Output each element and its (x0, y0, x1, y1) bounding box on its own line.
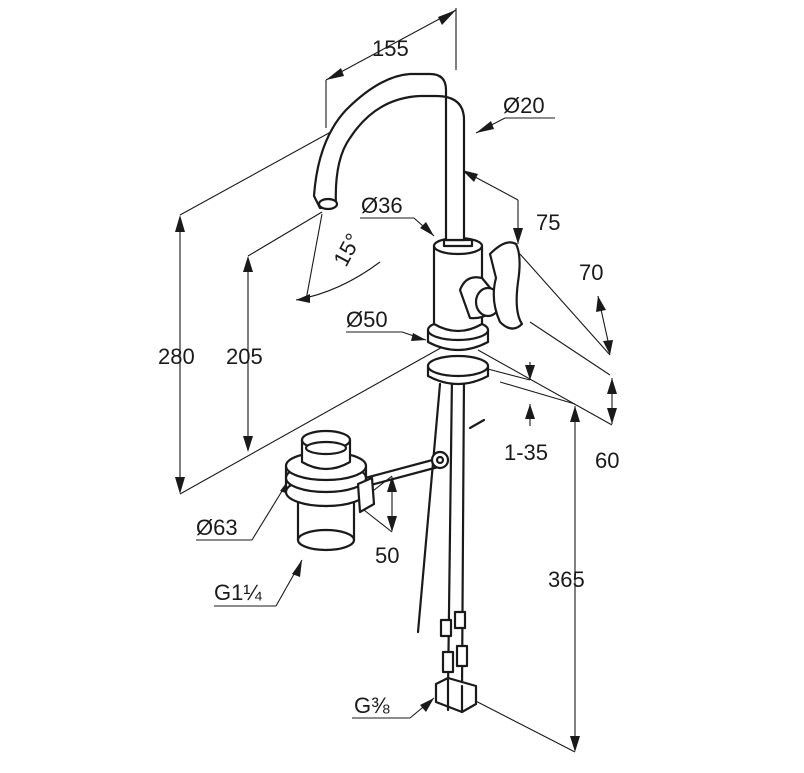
label-hose-thread: G⅜ (354, 693, 390, 718)
label-deck-thickness: 1-35 (504, 440, 548, 465)
dimension-lines (179, 8, 613, 753)
waste-drain (284, 429, 376, 552)
label-hose-length: 365 (548, 567, 585, 592)
label-waste-thread: G1¼ (214, 580, 262, 605)
label-handle-length: 75 (536, 210, 560, 235)
label-spout-angle: 15° (328, 229, 366, 270)
label-total-height: 280 (158, 344, 195, 369)
label-waste-diameter: Ø63 (196, 515, 238, 540)
label-waste-height: 50 (375, 543, 399, 568)
faucet-body (312, 72, 524, 386)
supply-hoses (416, 374, 486, 714)
dimension-labels: 155 Ø20 Ø36 15° 75 70 Ø50 280 205 1-35 6… (158, 36, 619, 718)
label-spout-height: 205 (226, 344, 263, 369)
label-base-to-handle: 60 (595, 448, 619, 473)
label-handle-height: 70 (579, 260, 603, 285)
label-body-diameter: Ø36 (361, 193, 403, 218)
dimension-arrows (175, 10, 617, 752)
label-base-diameter: Ø50 (346, 307, 388, 332)
label-spout-reach: 155 (372, 36, 409, 61)
label-spout-tube-diameter: Ø20 (503, 93, 545, 118)
